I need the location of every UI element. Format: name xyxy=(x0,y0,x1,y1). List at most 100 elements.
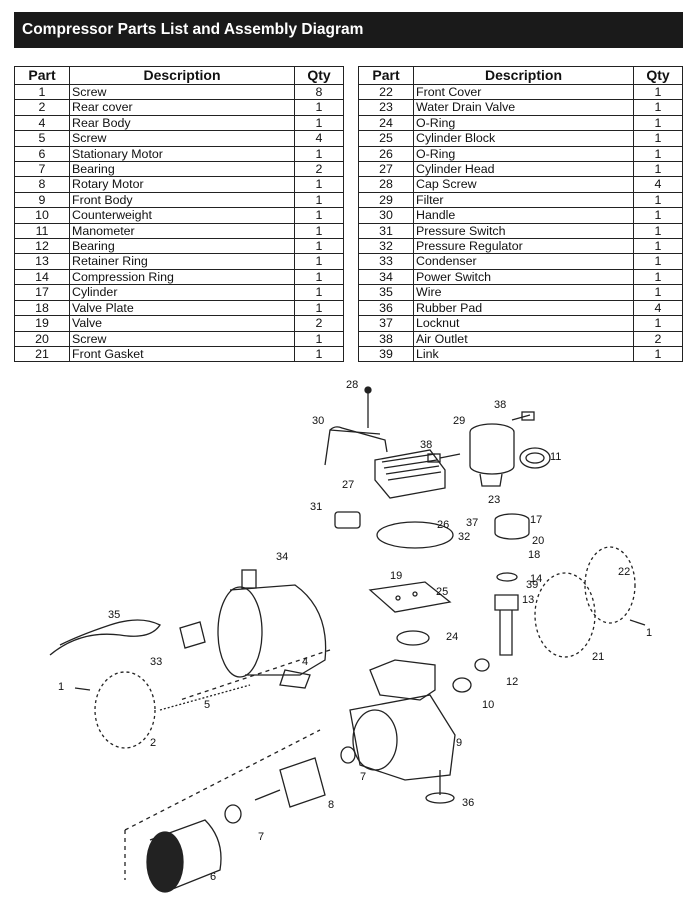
qty-cell: 1 xyxy=(633,145,683,163)
part-cell: 10 xyxy=(14,207,70,224)
qty-cell: 1 xyxy=(633,238,683,255)
callout-label: 10 xyxy=(482,699,494,711)
bearing-drawing xyxy=(340,746,356,764)
header-qty: Qty xyxy=(294,66,344,85)
callout-label: 31 xyxy=(310,501,322,513)
stationary-motor-drawing xyxy=(149,819,222,891)
cylinder-drawing xyxy=(494,513,530,540)
description-cell: Manometer xyxy=(69,222,295,240)
description-cell: Link xyxy=(413,345,634,363)
rear-cover-drawing xyxy=(94,671,156,749)
header-qty: Qty xyxy=(633,66,683,85)
header-part: Part xyxy=(14,66,70,85)
description-cell: O-Ring xyxy=(413,145,634,163)
part-cell: 12 xyxy=(14,238,70,255)
description-cell: Rubber Pad xyxy=(413,299,634,317)
description-cell: Handle xyxy=(413,207,634,224)
part-cell: 24 xyxy=(358,114,414,132)
qty-cell: 1 xyxy=(294,345,344,363)
callout-label: 23 xyxy=(488,494,500,506)
part-cell: 9 xyxy=(14,191,70,209)
part-cell: 22 xyxy=(358,83,414,101)
callout-label: 17 xyxy=(530,514,542,526)
qty-cell: 1 xyxy=(633,130,683,147)
description-cell: Condenser xyxy=(413,253,634,270)
qty-cell: 1 xyxy=(294,222,344,240)
qty-cell: 1 xyxy=(633,191,683,209)
callout-label: 13 xyxy=(522,594,534,606)
part-cell: 26 xyxy=(358,145,414,163)
header-description: Description xyxy=(413,66,634,85)
part-cell: 33 xyxy=(358,253,414,270)
part-cell: 27 xyxy=(358,161,414,178)
callout-label: 26 xyxy=(437,519,449,531)
assembly-line xyxy=(124,729,321,880)
qty-cell: 1 xyxy=(294,145,344,163)
callout-label: 20 xyxy=(532,535,544,547)
callout-label: 38 xyxy=(494,399,506,411)
description-cell: Bearing xyxy=(69,238,295,255)
callout-label: 7 xyxy=(360,771,366,783)
callout-label: 29 xyxy=(453,415,465,427)
qty-cell: 1 xyxy=(633,207,683,224)
description-cell: Bearing xyxy=(69,161,295,178)
description-cell: Retainer Ring xyxy=(69,253,295,270)
callout-label: 1 xyxy=(58,681,64,693)
qty-cell: 4 xyxy=(633,176,683,193)
description-cell: Front Gasket xyxy=(69,345,295,363)
qty-cell: 2 xyxy=(294,161,344,178)
part-cell: 30 xyxy=(358,207,414,224)
qty-cell: 1 xyxy=(294,284,344,301)
description-cell: Stationary Motor xyxy=(69,145,295,163)
part-cell: 23 xyxy=(358,99,414,116)
qty-cell: 1 xyxy=(633,83,683,101)
description-cell: Front Body xyxy=(69,191,295,209)
page-title-text: Compressor Parts List and Assembly Diagr… xyxy=(22,21,364,38)
qty-cell: 1 xyxy=(633,161,683,178)
long-screw-drawing xyxy=(159,684,251,711)
part-cell: 21 xyxy=(14,345,70,363)
callout-label: 5 xyxy=(204,699,210,711)
header-description: Description xyxy=(69,66,295,85)
part-cell: 38 xyxy=(358,330,414,347)
callout-label: 12 xyxy=(506,676,518,688)
callout-label: 24 xyxy=(446,631,458,643)
part-cell: 28 xyxy=(358,176,414,193)
qty-cell: 8 xyxy=(294,83,344,101)
description-cell: Cylinder xyxy=(69,284,295,301)
callout-label: 9 xyxy=(456,737,462,749)
qty-cell: 2 xyxy=(294,315,344,332)
description-cell: Water Drain Valve xyxy=(413,99,634,116)
callout-label: 4 xyxy=(302,656,308,668)
bearing-drawing xyxy=(474,658,490,672)
callout-label: 11 xyxy=(550,451,561,463)
qty-cell: 1 xyxy=(294,330,344,347)
part-cell: 6 xyxy=(14,145,70,163)
callout-label: 38 xyxy=(420,439,432,451)
part-cell: 18 xyxy=(14,299,70,317)
wire-drawing xyxy=(49,619,161,656)
manometer-drawing xyxy=(519,447,551,469)
description-cell: Pressure Regulator xyxy=(413,238,634,255)
part-cell: 2 xyxy=(14,99,70,116)
compression-ring-drawing xyxy=(496,572,518,582)
condenser-drawing xyxy=(179,621,206,649)
qty-cell: 1 xyxy=(294,299,344,317)
